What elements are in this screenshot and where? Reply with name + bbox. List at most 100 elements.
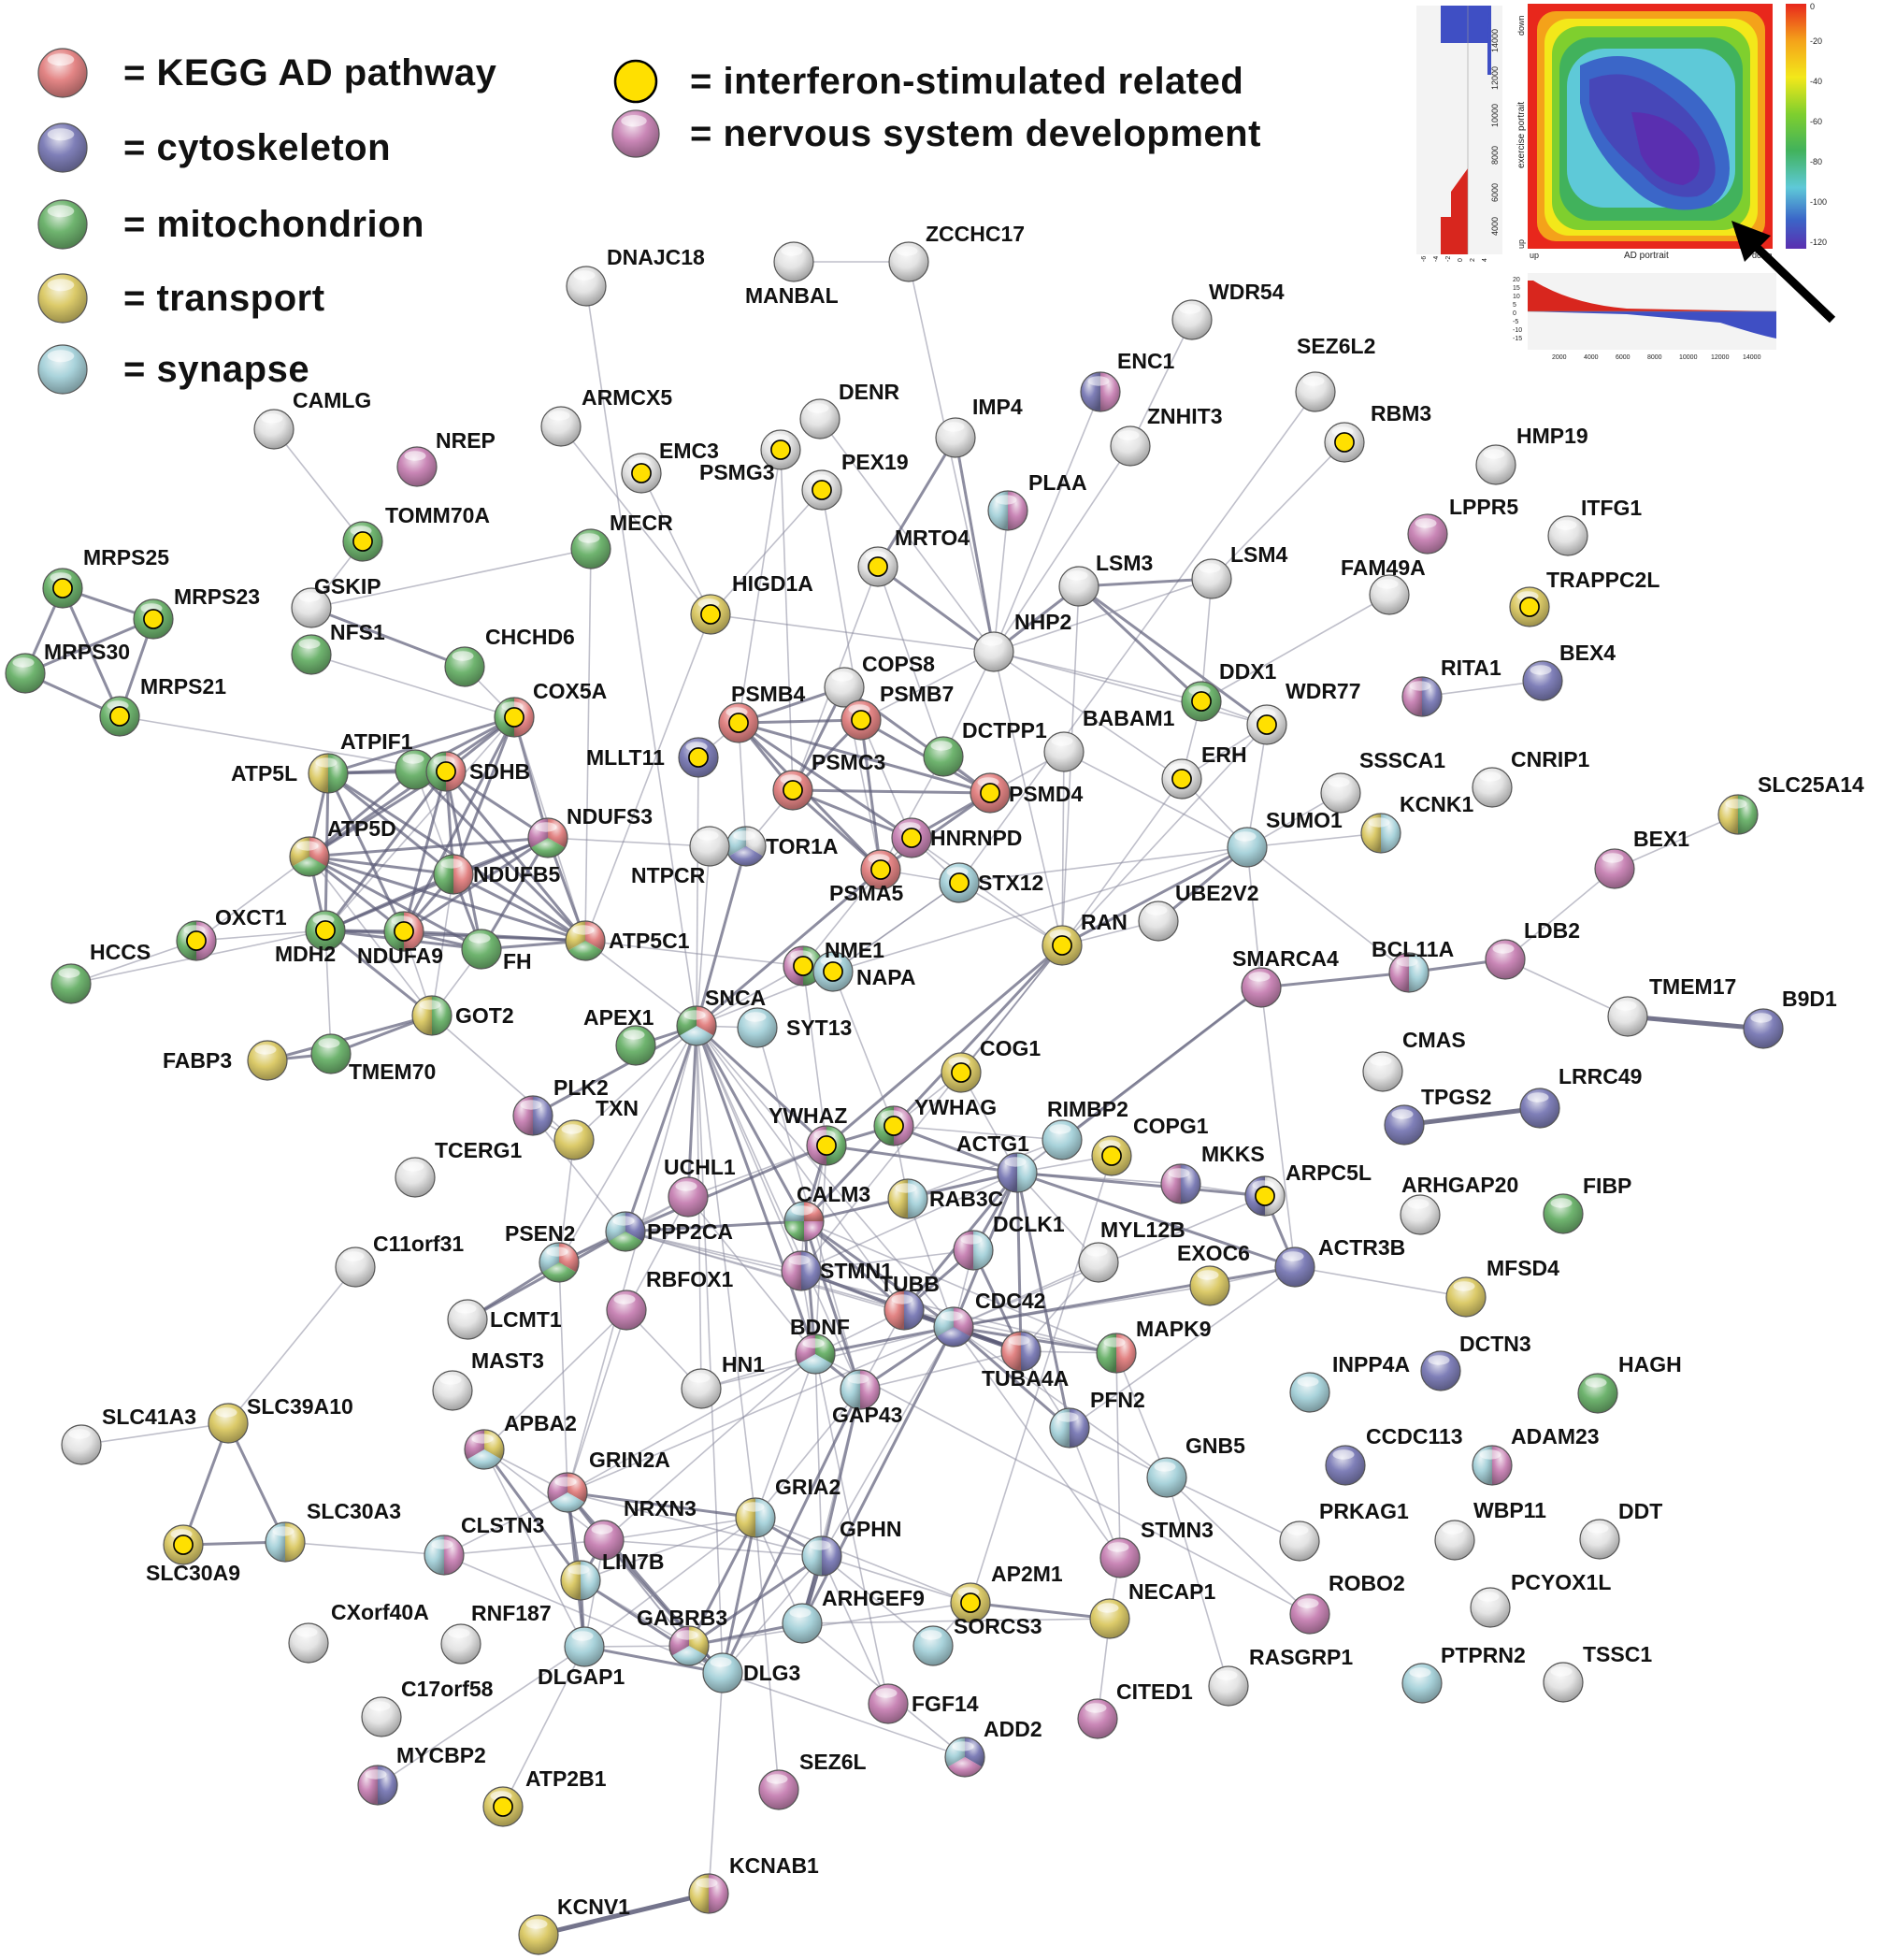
node-ndufa9[interactable] [383, 911, 424, 952]
node-sez6l[interactable] [758, 1769, 799, 1810]
node-trappc2l[interactable] [1509, 586, 1550, 627]
node-znhit3[interactable] [1110, 425, 1151, 467]
node-mdh2[interactable] [305, 910, 346, 951]
node-apba2[interactable] [464, 1429, 505, 1470]
node-cnrip1[interactable] [1472, 767, 1513, 808]
node-tmem17[interactable] [1607, 996, 1648, 1037]
node-uchl1[interactable] [668, 1176, 709, 1218]
node-actg1[interactable] [997, 1152, 1038, 1193]
node-tuba4a[interactable] [1000, 1331, 1042, 1372]
node-cog1[interactable] [941, 1052, 982, 1093]
node-prkag1[interactable] [1279, 1520, 1320, 1562]
node-babam1[interactable] [1043, 731, 1085, 772]
node-zcchc17[interactable] [888, 241, 929, 282]
node-enc1[interactable] [1080, 371, 1121, 412]
node-nrep[interactable] [396, 446, 438, 487]
node-tmem70[interactable] [310, 1033, 352, 1074]
node-sssca1[interactable] [1320, 772, 1361, 814]
node-sumo1[interactable] [1227, 827, 1268, 868]
node-ppp2ca[interactable] [605, 1211, 646, 1252]
node-sdhb[interactable] [425, 751, 467, 792]
node-necap1[interactable] [1089, 1598, 1130, 1639]
node-bex4[interactable] [1522, 660, 1563, 701]
node-nhp2[interactable] [973, 631, 1014, 672]
node-dctn3[interactable] [1420, 1350, 1461, 1391]
node-mrps30[interactable] [5, 653, 46, 694]
node-ube2v2[interactable] [1138, 901, 1179, 942]
node-hagh[interactable] [1577, 1373, 1618, 1414]
node-ywhag[interactable] [873, 1105, 914, 1146]
node-camlg[interactable] [253, 409, 295, 450]
node-plk2[interactable] [512, 1095, 553, 1136]
node-lin7b[interactable] [560, 1560, 601, 1601]
node-bcl11a[interactable] [1388, 952, 1429, 993]
node-fh[interactable] [461, 929, 502, 970]
node-hmp19[interactable] [1475, 444, 1516, 485]
node-wdr77[interactable] [1246, 704, 1287, 745]
node-snca[interactable] [676, 1005, 717, 1046]
node-atp2b1[interactable] [482, 1786, 524, 1827]
node-denr[interactable] [799, 398, 840, 440]
node-higd1a[interactable] [690, 594, 731, 635]
node-nrxn3[interactable] [583, 1520, 625, 1561]
node-pcyox1l[interactable] [1470, 1587, 1511, 1628]
node-cxorf40a[interactable] [288, 1622, 329, 1664]
node-ndufs3[interactable] [527, 817, 568, 858]
node-nfs1[interactable] [291, 634, 332, 675]
node-wbp11[interactable] [1434, 1520, 1475, 1561]
node-ldb2[interactable] [1485, 939, 1526, 980]
node-mycbp2[interactable] [357, 1765, 398, 1806]
node-slc30a3[interactable] [265, 1521, 306, 1563]
node-sez6l2[interactable] [1295, 371, 1336, 412]
node-psmb4[interactable] [718, 702, 759, 743]
node-b9d1[interactable] [1743, 1008, 1784, 1049]
node-smarca4[interactable] [1241, 967, 1282, 1008]
node-tpgs2[interactable] [1384, 1104, 1425, 1146]
node-tubb[interactable] [884, 1290, 925, 1331]
node-ap2m1[interactable] [950, 1582, 991, 1623]
node-pex19[interactable] [801, 469, 842, 511]
node-imp4[interactable] [935, 417, 976, 458]
node-mrps25[interactable] [42, 568, 83, 609]
node-clstn3[interactable] [424, 1535, 465, 1576]
node-lsm4[interactable] [1191, 558, 1232, 599]
node-plaa[interactable] [987, 490, 1028, 531]
node-txn[interactable] [553, 1119, 595, 1160]
node-cmas[interactable] [1362, 1051, 1403, 1092]
node-inpp4a[interactable] [1289, 1372, 1330, 1413]
node-hn1[interactable] [681, 1368, 722, 1409]
node-atp5c1[interactable] [565, 920, 606, 961]
node-psmd4[interactable] [970, 772, 1011, 814]
node-fabp3[interactable] [247, 1040, 288, 1081]
node-ddt[interactable] [1579, 1519, 1620, 1560]
node-myl12b[interactable] [1078, 1242, 1119, 1283]
node-atp5l[interactable] [308, 753, 349, 794]
node-arhgef9[interactable] [782, 1603, 823, 1644]
node-gap43[interactable] [840, 1369, 881, 1410]
node-arhgap20[interactable] [1400, 1194, 1441, 1235]
node-robo2[interactable] [1289, 1593, 1330, 1635]
node-tor1a[interactable] [726, 826, 767, 867]
node-cited1[interactable] [1077, 1698, 1118, 1739]
node-psen2[interactable] [539, 1242, 580, 1283]
node-kcnk1[interactable] [1360, 813, 1401, 854]
node-gria2[interactable] [735, 1497, 776, 1538]
node-rita1[interactable] [1401, 676, 1443, 717]
node-mapk9[interactable] [1096, 1333, 1137, 1374]
node-mkks[interactable] [1160, 1163, 1201, 1204]
node-cops8[interactable] [824, 667, 865, 708]
node-kcnab1[interactable] [688, 1873, 729, 1914]
node-oxct1[interactable] [176, 920, 217, 961]
node-ddx1[interactable] [1181, 681, 1222, 722]
node-ntpcr[interactable] [689, 826, 730, 867]
node-psmb7[interactable] [840, 699, 882, 741]
node-erh[interactable] [1161, 758, 1202, 800]
node-grin2a[interactable] [547, 1472, 588, 1513]
node-mecr[interactable] [570, 528, 611, 569]
node-napa[interactable] [812, 951, 854, 992]
node-calm3[interactable] [783, 1201, 825, 1242]
node-slc30a9[interactable] [163, 1524, 204, 1565]
node-lppr5[interactable] [1407, 513, 1448, 555]
node-manbal[interactable] [773, 241, 814, 282]
node-sorcs3[interactable] [912, 1625, 954, 1666]
